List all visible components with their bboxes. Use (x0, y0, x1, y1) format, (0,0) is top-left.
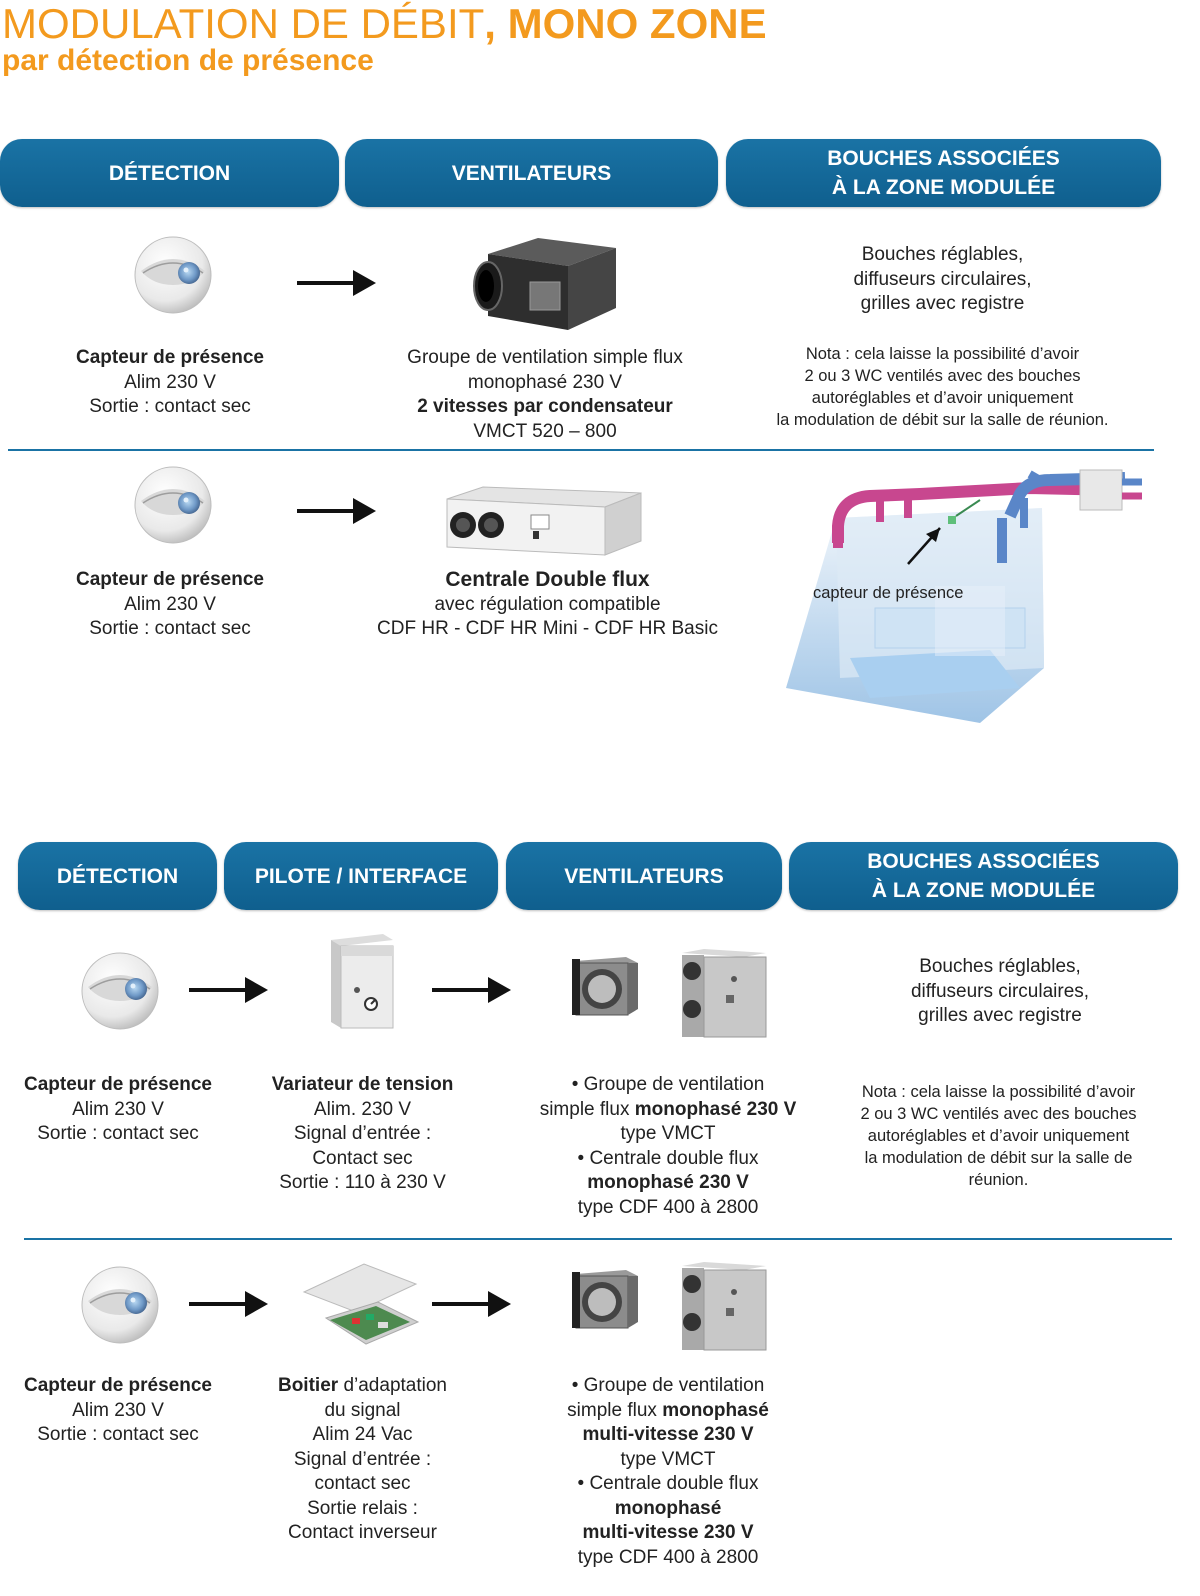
arrow-right-icon (189, 975, 269, 1005)
arrow-right-icon (297, 268, 377, 298)
pilot-description: Boitier d’adaptation du signal Alim 24 V… (277, 1375, 447, 1543)
nota-text: Nota : cela laisse la possibilité d’avoi… (776, 345, 1109, 429)
bouches-description: Bouches réglables, diffuseurs circulaire… (853, 244, 1032, 314)
nota-text: Nota : cela laisse la possibilité d’avoi… (860, 1083, 1137, 1189)
sensor-description: Capteur de présence Alim 230 V Sortie : … (24, 1375, 212, 1445)
arrow-right-icon (432, 1289, 512, 1319)
presence-sensor-icon (80, 1265, 160, 1345)
header-bouches: BOUCHES ASSOCIÉES À LA ZONE MODULÉE (789, 842, 1178, 910)
ventilation-unit-vmct-icon (473, 238, 616, 330)
voltage-variator-icon (331, 934, 394, 1029)
page-title: MODULATION DE DÉBIT, MONO ZONE (2, 0, 767, 47)
header-ventilateurs: VENTILATEURS (345, 139, 718, 207)
arrow-right-icon (297, 496, 377, 526)
fan-description: Groupe de ventilation simple flux monoph… (407, 347, 683, 442)
meeting-room-illustration (786, 469, 1142, 723)
pilot-description: Variateur de tension Alim. 230 V Signal … (271, 1074, 454, 1193)
double-flux-unit-icon (446, 486, 642, 556)
divider (24, 1238, 1172, 1240)
page-subtitle: par détection de présence (2, 44, 374, 77)
double-flux-unit-icon (682, 1262, 767, 1351)
sensor-description: Capteur de présence Alim 230 V Sortie : … (76, 347, 264, 417)
sensor-description: Capteur de présence Alim 230 V Sortie : … (24, 1074, 212, 1144)
divider (8, 449, 1154, 451)
header-detection: DÉTECTION (18, 842, 217, 910)
fan-description: • Groupe de ventilation simple flux mono… (567, 1375, 769, 1568)
duct-fan-icon (572, 957, 638, 1016)
header-ventilateurs: VENTILATEURS (506, 842, 782, 910)
presence-sensor-icon (133, 465, 213, 545)
illustration-label: capteur de présence (813, 584, 964, 602)
header-bouches: BOUCHES ASSOCIÉES À LA ZONE MODULÉE (726, 139, 1161, 207)
arrow-right-icon (432, 975, 512, 1005)
duct-fan-icon (572, 1270, 638, 1329)
presence-sensor-icon (133, 235, 213, 315)
header-detection: DÉTECTION (0, 139, 339, 207)
fan-description: • Groupe de ventilation simple flux mono… (539, 1074, 797, 1218)
presence-sensor-icon (80, 951, 160, 1031)
header-pilote-interface: PILOTE / INTERFACE (224, 842, 498, 910)
sensor-description: Capteur de présence Alim 230 V Sortie : … (76, 569, 264, 639)
arrow-right-icon (189, 1289, 269, 1319)
bouches-description: Bouches réglables, diffuseurs circulaire… (910, 956, 1090, 1026)
signal-adapter-box-icon (302, 1263, 420, 1345)
fan-description: Centrale Double flux avec régulation com… (377, 568, 718, 639)
double-flux-unit-icon (682, 949, 767, 1038)
